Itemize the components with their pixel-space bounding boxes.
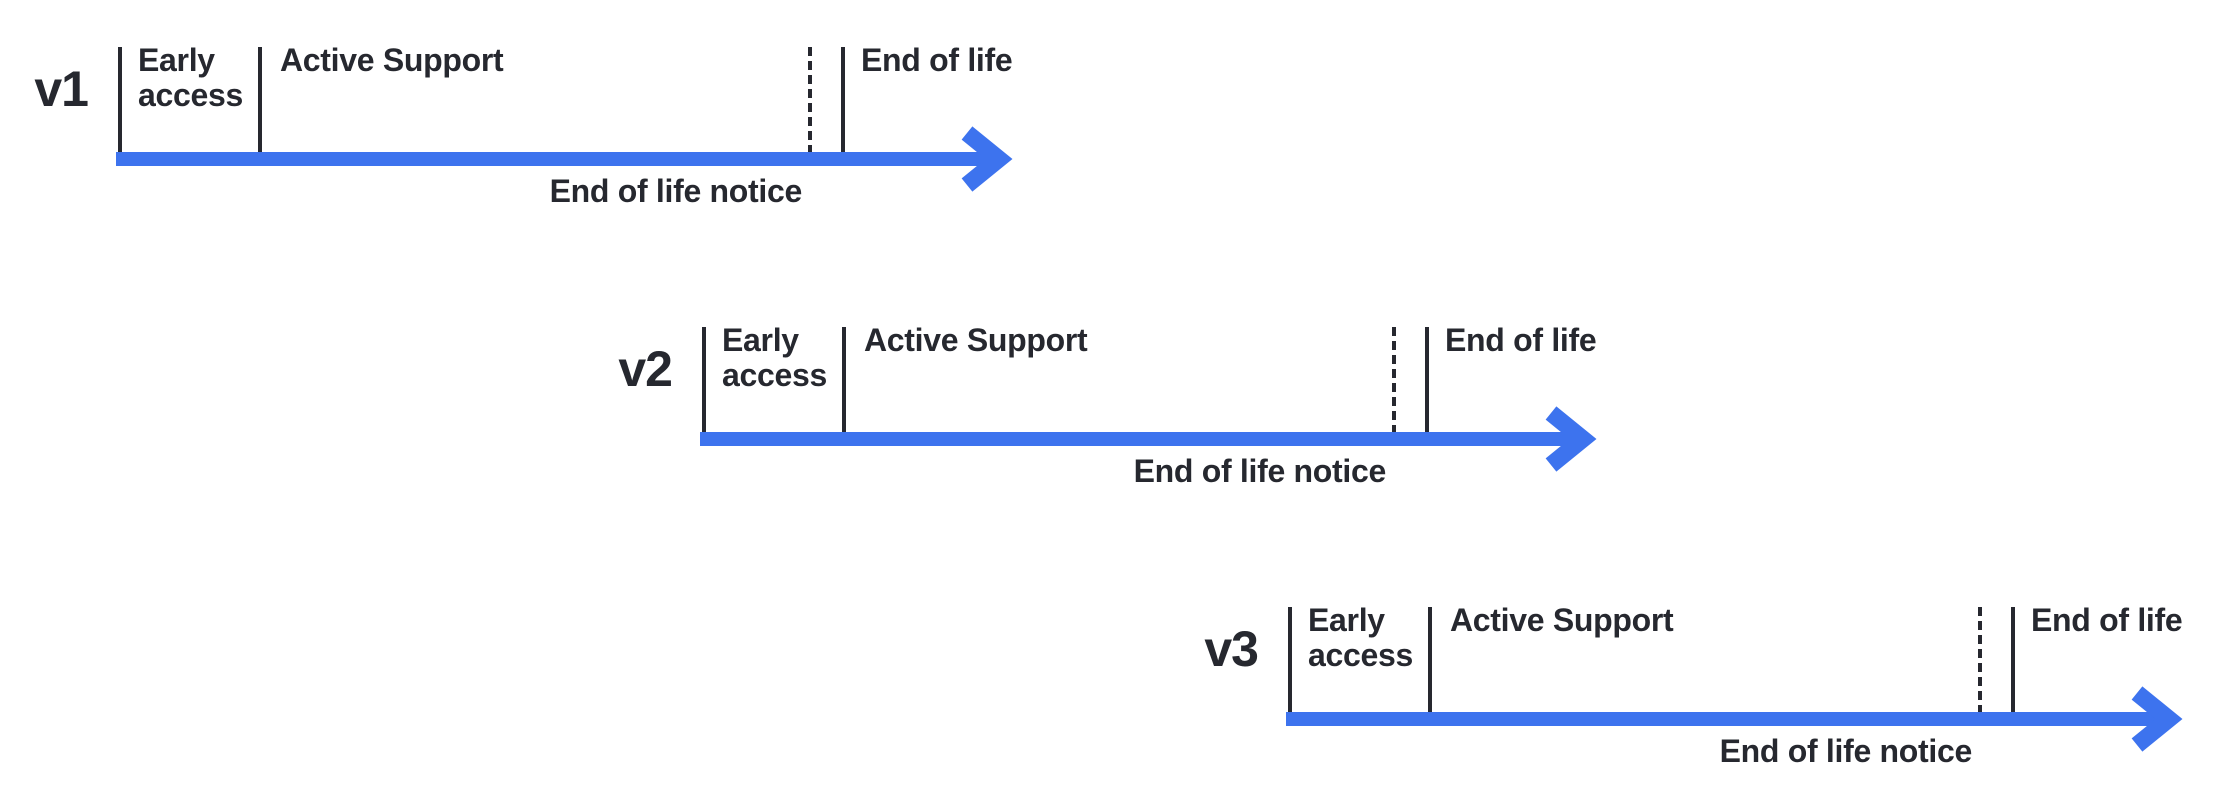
timeline-v3-graphics (1286, 607, 2183, 752)
active-support-label: Active Support (280, 42, 504, 78)
active-support-label: Active Support (864, 322, 1088, 358)
timeline-v2: v2 Early access Active Support End of li… (618, 323, 1602, 507)
timeline-arrowhead-icon (2131, 686, 2183, 752)
version-label: v3 (1204, 621, 1259, 677)
timeline-arrowhead-icon (1545, 406, 1597, 472)
end-of-life-label: End of life (1445, 322, 1597, 358)
version-label: v2 (618, 341, 673, 397)
version-label: v1 (34, 61, 89, 117)
end-of-life-label: End of life (861, 42, 1013, 78)
end-of-life-notice-label: End of life notice (1719, 733, 1973, 769)
end-of-life-label: End of life (2031, 602, 2183, 638)
timeline-v3: v3 Early access Active Support End of li… (1204, 603, 2188, 787)
timeline-arrowhead-icon (961, 126, 1013, 192)
early-access-label: Early access (722, 322, 827, 393)
early-access-label: Early access (138, 42, 243, 113)
active-support-label: Active Support (1450, 602, 1674, 638)
end-of-life-notice-label: End of life notice (1133, 453, 1387, 489)
early-access-label: Early access (1308, 602, 1413, 673)
timeline-v1: v1 Early access Active Support End of li… (34, 43, 1018, 227)
timeline-v1-graphics (116, 47, 1013, 192)
timeline-v2-graphics (700, 327, 1597, 472)
end-of-life-notice-label: End of life notice (549, 173, 803, 209)
